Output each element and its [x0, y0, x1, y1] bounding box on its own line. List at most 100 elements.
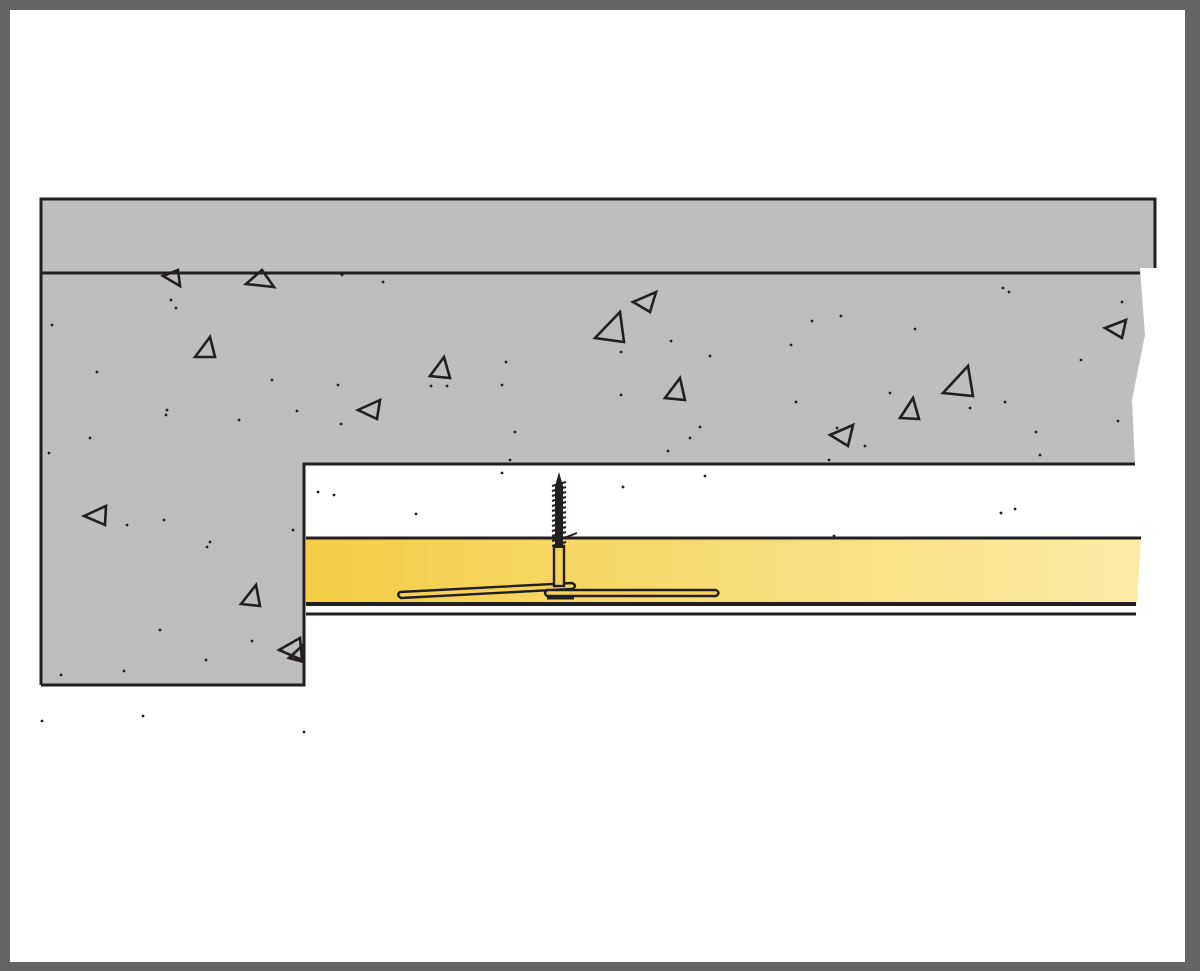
aggregate-mark: [592, 309, 626, 344]
speckle-dot: [339, 422, 343, 426]
screw-thread: [551, 481, 567, 487]
speckle-dot: [1079, 358, 1083, 362]
speckle-dot: [381, 280, 385, 284]
speckle-dot: [122, 669, 126, 673]
speckle-dot: [162, 518, 166, 522]
speckle-dot: [205, 545, 209, 549]
screw-thread: [551, 506, 567, 512]
speckle-dot: [1013, 507, 1017, 511]
speckle-dot: [414, 512, 418, 516]
aggregate-mark: [160, 268, 182, 289]
screw-thread: [551, 541, 567, 547]
concrete-speckle-group: [40, 273, 1124, 734]
speckle-dot: [291, 528, 295, 532]
speckle-dot: [827, 458, 831, 462]
aggregate-mark: [630, 289, 659, 314]
speckle-dot: [164, 413, 168, 417]
speckle-dot: [445, 384, 449, 388]
concrete-aggregate-group: [80, 268, 1128, 664]
speckle-dot: [95, 370, 99, 374]
speckle-dot: [141, 714, 145, 718]
speckle-dot: [789, 343, 793, 347]
screw-thread: [551, 486, 567, 492]
speckle-dot: [125, 523, 129, 527]
speckle-dot: [835, 426, 839, 430]
speckle-dot: [332, 493, 336, 497]
slab-top-outline: [39, 197, 1157, 685]
screw-thread: [551, 516, 567, 522]
speckle-dot: [703, 474, 707, 478]
speckle-dot: [621, 485, 625, 489]
aggregate-mark: [80, 503, 108, 527]
speckle-dot: [40, 719, 44, 723]
speckle-dot: [302, 730, 306, 734]
screw-thread: [551, 491, 567, 497]
aggregate-mark: [897, 394, 921, 421]
speckle-dot: [794, 400, 798, 404]
concrete-slab: [41, 199, 1155, 685]
aggregate-mark: [354, 397, 382, 421]
speckle-dot: [999, 511, 1003, 515]
aggregate-mark: [1102, 317, 1128, 341]
speckle-dot: [500, 383, 504, 387]
screw-thread: [551, 536, 567, 542]
speckle-dot: [50, 323, 54, 327]
speckle-dot: [688, 436, 692, 440]
screw-thread: [551, 511, 567, 517]
speckle-dot: [250, 639, 254, 643]
speckle-dot: [508, 458, 512, 462]
screw-thread: [551, 501, 567, 507]
speckle-dot: [698, 425, 702, 429]
speckle-dot: [88, 436, 92, 440]
speckle-dot: [429, 384, 433, 388]
speckle-dot: [619, 393, 623, 397]
aggregate-mark: [662, 374, 687, 402]
aggregate-mark: [238, 581, 262, 608]
anchor-plate-right: [543, 588, 720, 598]
speckle-dot: [174, 306, 178, 310]
speckle-dot: [295, 409, 299, 413]
speckle-dot: [1120, 300, 1124, 304]
speckle-dot: [500, 471, 504, 475]
speckle-dot: [336, 383, 340, 387]
speckle-dot: [513, 430, 517, 434]
aggregate-mark: [192, 334, 217, 359]
speckle-dot: [968, 406, 972, 410]
speckle-dot: [169, 298, 173, 302]
screw-thread: [551, 526, 567, 532]
speckle-dot: [59, 673, 63, 677]
aggregate-mark: [242, 268, 277, 289]
speckle-dot: [810, 319, 814, 323]
aggregate-mark: [286, 642, 306, 664]
speckle-dot: [47, 451, 51, 455]
speckle-dot: [1116, 419, 1120, 423]
speckle-dot: [340, 273, 344, 277]
speckle-dot: [237, 418, 241, 422]
speckle-dot: [204, 658, 208, 662]
speckle-dot: [1007, 290, 1011, 294]
anchor-sleeve: [552, 544, 566, 588]
speckle-dot: [158, 628, 162, 632]
aggregate-mark: [940, 363, 975, 398]
speckle-dot: [1003, 400, 1007, 404]
speckle-dot: [669, 339, 673, 343]
speckle-dot: [619, 350, 623, 354]
speckle-dot: [316, 490, 320, 494]
aggregate-mark: [427, 354, 452, 380]
beam-outline: [41, 462, 1135, 687]
speckle-dot: [208, 540, 212, 544]
speckle-dot: [1001, 286, 1005, 290]
speckle-dot: [504, 360, 508, 364]
speckle-dot: [1034, 430, 1038, 434]
speckle-dot: [863, 444, 867, 448]
speckle-dot: [165, 408, 169, 412]
aggregate-mark: [827, 422, 855, 449]
fixing-screw: [551, 472, 578, 548]
speckle-dot: [270, 378, 274, 382]
speckle-dot: [888, 391, 892, 395]
screw-thread: [551, 521, 567, 527]
speckle-dot: [913, 327, 917, 331]
speckle-dot: [839, 314, 843, 318]
